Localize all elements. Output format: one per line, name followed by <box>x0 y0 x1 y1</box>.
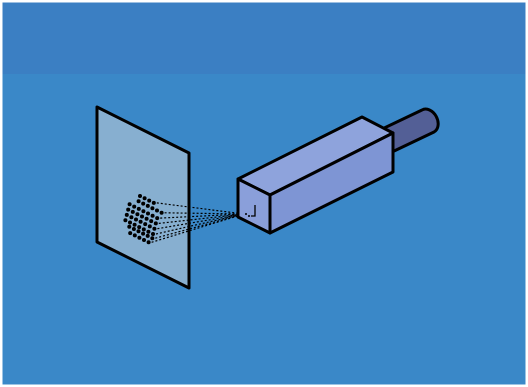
projected-dot <box>143 222 148 227</box>
projected-dot <box>132 204 137 209</box>
projected-dot <box>138 194 142 198</box>
projected-dot <box>136 199 141 204</box>
projected-dot <box>136 206 141 211</box>
projected-dot <box>152 226 157 231</box>
projected-dot <box>146 240 151 245</box>
projected-dot <box>153 221 158 226</box>
projected-dot <box>131 227 136 231</box>
projected-dot <box>144 216 149 221</box>
projected-dot <box>155 208 159 213</box>
projection-ray <box>151 213 245 243</box>
projected-dot <box>127 202 132 207</box>
projected-dot <box>127 224 132 229</box>
projected-dot <box>149 219 154 224</box>
projected-dot <box>151 200 156 205</box>
projected-dot <box>141 209 146 214</box>
projected-dot <box>135 212 140 217</box>
projected-dot <box>145 203 150 208</box>
projected-dot <box>141 227 146 232</box>
projected-dot <box>151 232 155 236</box>
projected-dot <box>136 229 141 234</box>
projection-ray <box>157 213 245 230</box>
projected-dot <box>123 218 128 223</box>
projected-dot <box>146 211 150 216</box>
projected-dot <box>146 229 151 234</box>
projected-dot <box>142 196 147 201</box>
projected-dot <box>128 231 133 236</box>
projected-dot <box>150 236 155 241</box>
projection-rays <box>151 202 245 243</box>
emitter-icon <box>245 205 256 217</box>
projected-dot <box>147 224 152 229</box>
projected-dot <box>134 217 138 222</box>
projection-ray <box>155 213 245 235</box>
projection-ray <box>156 202 245 215</box>
projected-dot <box>128 220 132 225</box>
projected-dot <box>137 225 142 230</box>
projected-dot <box>147 198 152 203</box>
projected-dot <box>150 206 155 211</box>
projected-dot <box>137 235 142 240</box>
projection-ray <box>164 212 245 215</box>
projection-ray <box>160 213 245 219</box>
projected-dot <box>145 233 150 238</box>
projected-dot <box>141 231 146 236</box>
projected-dot <box>126 207 131 212</box>
projected-dot <box>142 238 146 242</box>
projected-dot <box>155 216 160 221</box>
background-top-band <box>0 0 528 74</box>
projected-dot <box>141 201 146 206</box>
projected-dot <box>150 213 155 218</box>
projected-dot <box>132 233 137 238</box>
dot-projector <box>236 115 395 235</box>
projector-lens <box>378 107 440 154</box>
projector-front-face <box>236 177 272 235</box>
projected-dot <box>124 212 129 217</box>
projected-dot <box>130 209 135 214</box>
projected-dot-matrix <box>123 194 164 245</box>
projected-dot <box>138 219 143 224</box>
projected-dot <box>140 214 144 219</box>
projected-dot <box>159 210 164 215</box>
projected-dot <box>129 215 134 220</box>
projected-dot <box>132 222 137 227</box>
